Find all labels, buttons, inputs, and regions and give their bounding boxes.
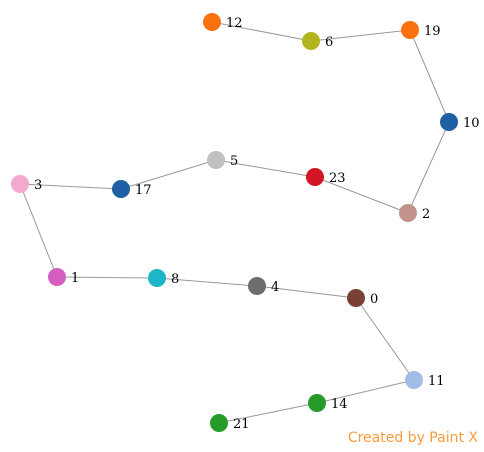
edge-n1-n8: [56, 276, 158, 279]
node-circle[interactable]: [11, 175, 29, 193]
node-label: 11: [428, 374, 445, 389]
edge-n11-n14: [316, 379, 415, 404]
node-circle[interactable]: [207, 151, 225, 169]
node-circle[interactable]: [48, 268, 66, 286]
edge-layer: [19, 21, 450, 424]
node-label: 6: [325, 35, 333, 50]
graph-node-0[interactable]: 0: [347, 289, 378, 307]
node-circle[interactable]: [112, 180, 130, 198]
node-circle[interactable]: [401, 21, 419, 39]
edge-n0-n11: [355, 297, 415, 381]
node-circle[interactable]: [306, 168, 324, 186]
edge-n10-n2: [407, 121, 450, 214]
node-label: 23: [329, 171, 346, 186]
graph-node-1[interactable]: 1: [48, 268, 79, 286]
graph-node-17[interactable]: 17: [112, 180, 152, 198]
node-circle[interactable]: [203, 13, 221, 31]
node-label: 12: [226, 16, 243, 31]
edge-n14-n21: [218, 402, 318, 424]
graph-node-4[interactable]: 4: [248, 277, 279, 295]
edge-n5-n17: [120, 159, 217, 190]
node-label: 21: [233, 417, 250, 432]
node-circle[interactable]: [148, 269, 166, 287]
graph-node-21[interactable]: 21: [210, 414, 250, 432]
graph-node-11[interactable]: 11: [405, 371, 445, 389]
graph-node-12[interactable]: 12: [203, 13, 243, 31]
node-label: 0: [370, 292, 378, 307]
graph-node-14[interactable]: 14: [308, 394, 348, 412]
edge-n12-n6: [211, 21, 312, 42]
node-circle[interactable]: [405, 371, 423, 389]
edge-n3-n1: [19, 183, 58, 278]
node-circle[interactable]: [440, 113, 458, 131]
graph-node-5[interactable]: 5: [207, 151, 238, 169]
graph-node-3[interactable]: 3: [11, 175, 42, 193]
node-circle[interactable]: [248, 277, 266, 295]
graph-node-23[interactable]: 23: [306, 168, 346, 186]
node-label: 1: [71, 271, 79, 286]
node-label: 5: [230, 154, 238, 169]
edge-n2-n23: [314, 176, 409, 214]
node-circle[interactable]: [399, 204, 417, 222]
node-label: 3: [34, 178, 42, 193]
node-label: 10: [463, 116, 480, 131]
node-circle[interactable]: [210, 414, 228, 432]
node-label: 8: [171, 272, 179, 287]
edge-n17-n3: [19, 183, 122, 190]
node-label: 4: [271, 280, 279, 295]
edge-n8-n4: [156, 277, 258, 287]
watermark: Created by Paint X: [347, 430, 478, 446]
edge-n4-n0: [256, 285, 357, 299]
node-circle[interactable]: [302, 32, 320, 50]
edge-n6-n19: [310, 29, 411, 42]
graph-node-8[interactable]: 8: [148, 269, 179, 287]
graph-node-10[interactable]: 10: [440, 113, 480, 131]
edge-n19-n10: [409, 29, 450, 123]
graph-node-6[interactable]: 6: [302, 32, 333, 50]
node-circle[interactable]: [308, 394, 326, 412]
graph-node-2[interactable]: 2: [399, 204, 430, 222]
node-label: 19: [424, 24, 441, 39]
node-circle[interactable]: [347, 289, 365, 307]
node-label: 17: [135, 183, 152, 198]
node-label: 2: [422, 207, 430, 222]
graph-node-19[interactable]: 19: [401, 21, 441, 39]
node-label: 14: [331, 397, 348, 412]
edge-n23-n5: [215, 159, 316, 178]
